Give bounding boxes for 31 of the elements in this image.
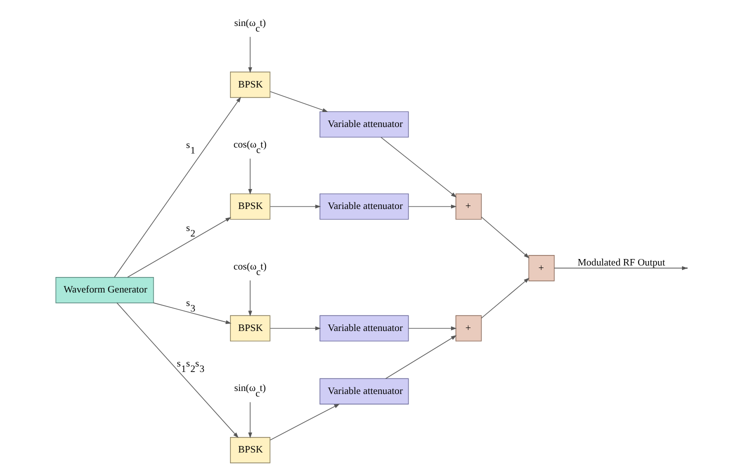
arrow (152, 302, 231, 324)
node-box: BPSK (230, 315, 270, 342)
arrow (380, 136, 456, 198)
node-box: BPSK (230, 72, 270, 98)
node-box: + (455, 315, 482, 342)
arrow (248, 280, 252, 316)
node-box: BPSK (230, 437, 270, 464)
node-box: BPSK (230, 193, 270, 220)
arrow (269, 91, 328, 112)
node-box: Variable attenuator (319, 315, 408, 342)
node-box: Variable attenuator (319, 193, 408, 220)
arrow (384, 335, 456, 379)
arrow (480, 216, 529, 258)
node-box: + (455, 193, 482, 220)
arrow (408, 326, 456, 330)
node-box: + (528, 255, 554, 282)
edge-label: Modulated RF Output (577, 257, 665, 268)
arrow (269, 404, 340, 440)
arrow (248, 402, 252, 438)
arrow (269, 326, 320, 330)
node-box: Variable attenuator (319, 378, 408, 404)
arrow (480, 278, 529, 318)
arrow (248, 158, 252, 195)
arrow (248, 36, 252, 73)
arrow (408, 204, 456, 209)
arrow (269, 204, 320, 209)
node-box: Variable attenuator (319, 111, 408, 138)
arrow (116, 302, 238, 438)
arrow (126, 217, 231, 278)
node-box: Waveform Generator (54, 277, 154, 304)
arrow (114, 96, 241, 278)
